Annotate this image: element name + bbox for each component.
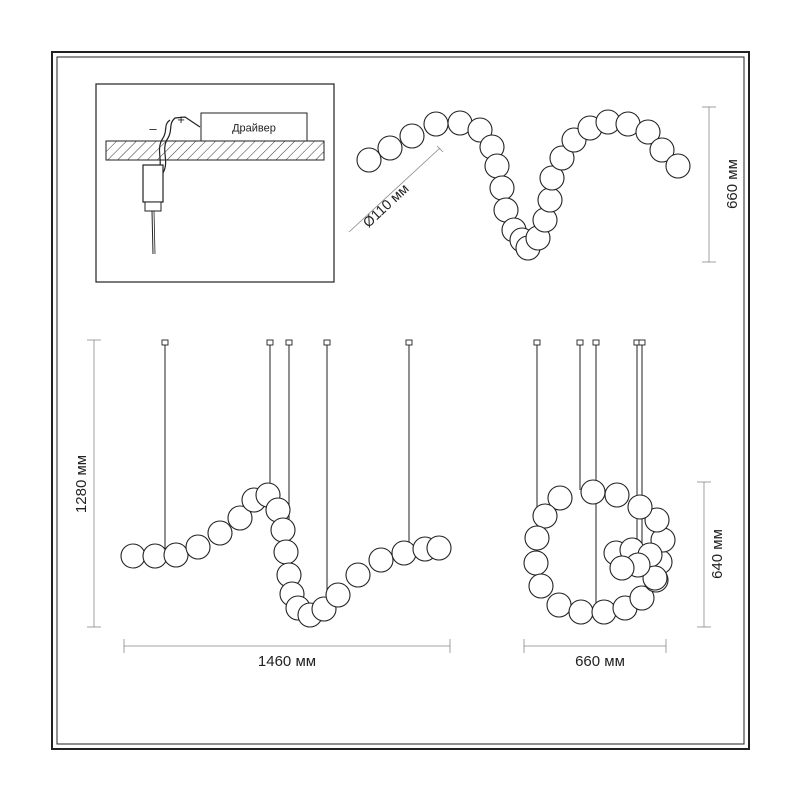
glass-bead	[604, 482, 630, 508]
glass-bead	[523, 550, 549, 576]
ceiling-cup	[405, 339, 413, 346]
glass-bead	[426, 535, 452, 561]
glass-bead	[665, 153, 691, 179]
power-wire	[162, 116, 201, 174]
glass-bead	[273, 539, 299, 565]
ceiling-cup	[533, 339, 541, 346]
side-view: 640 мм 660 мм	[523, 339, 726, 670]
total-height-label: 1280 мм	[73, 455, 90, 513]
ceiling-slab	[105, 140, 325, 161]
wire-minus-label: –	[149, 121, 157, 136]
ceiling-cup	[323, 339, 331, 346]
top-view-beads	[356, 109, 691, 261]
glass-bead	[549, 145, 575, 171]
suspension-cable-2	[153, 210, 156, 255]
glass-bead	[399, 123, 425, 149]
glass-bead	[142, 543, 168, 569]
glass-bead	[356, 147, 382, 173]
glass-bead	[528, 573, 554, 599]
glass-bead	[120, 543, 146, 569]
glass-bead	[591, 599, 617, 625]
glass-bead	[270, 517, 296, 543]
driver-box	[200, 112, 308, 142]
glass-bead	[547, 485, 573, 511]
bead-diameter-label: Ø110 мм	[360, 180, 412, 230]
canopy-clamp	[144, 201, 162, 212]
bead-diameter-tick-1	[436, 145, 444, 153]
glass-bead	[537, 187, 563, 213]
front-width-label: 1460 мм	[258, 653, 316, 670]
bead-diameter-dim-line	[348, 147, 441, 233]
driver-label: Драйвер	[232, 123, 276, 135]
outer-frame	[51, 51, 750, 750]
glass-bead	[163, 542, 189, 568]
ceiling-cup	[638, 339, 646, 346]
glass-bead	[649, 137, 675, 163]
glass-bead	[635, 119, 661, 145]
glass-bead	[377, 135, 403, 161]
glass-bead	[580, 479, 606, 505]
glass-bead	[489, 175, 515, 201]
glass-bead	[524, 525, 550, 551]
glass-bead	[539, 165, 565, 191]
wire-plus-label: +	[177, 112, 185, 127]
front-view: 1280 мм 1460 мм	[73, 339, 452, 670]
glass-bead	[227, 505, 253, 531]
ceiling-cup	[285, 339, 293, 346]
glass-bead	[568, 599, 594, 625]
side-view-beads	[523, 479, 676, 625]
ceiling-cup	[161, 339, 169, 346]
ceiling-cup	[592, 339, 600, 346]
ceiling-cup	[266, 339, 274, 346]
side-width-label: 660 мм	[575, 653, 625, 670]
canopy-cylinder	[142, 164, 164, 203]
glass-bead	[644, 507, 670, 533]
glass-bead	[627, 494, 653, 520]
mounting-detail-border	[95, 83, 335, 283]
glass-bead	[532, 503, 558, 529]
ceiling-cup	[576, 339, 584, 346]
top-depth-label: 660 мм	[724, 159, 741, 209]
power-wire-2	[157, 119, 171, 174]
glass-bead	[642, 565, 668, 591]
glass-bead	[391, 540, 417, 566]
glass-bead	[484, 153, 510, 179]
glass-bead	[185, 534, 211, 560]
front-view-beads	[120, 482, 452, 628]
glass-bead	[629, 585, 655, 611]
glass-bead	[423, 111, 449, 137]
side-height-label: 640 мм	[709, 529, 726, 579]
front-view-cables	[161, 339, 413, 600]
glass-bead	[345, 562, 371, 588]
top-view: Ø110 мм 660 мм	[348, 106, 741, 263]
glass-bead	[368, 547, 394, 573]
glass-bead	[325, 582, 351, 608]
glass-bead	[609, 555, 635, 581]
suspension-cable	[151, 210, 154, 255]
glass-bead	[207, 520, 233, 546]
mounting-detail: Драйвер – +	[95, 83, 335, 283]
glass-bead	[546, 592, 572, 618]
inner-frame	[56, 56, 745, 745]
